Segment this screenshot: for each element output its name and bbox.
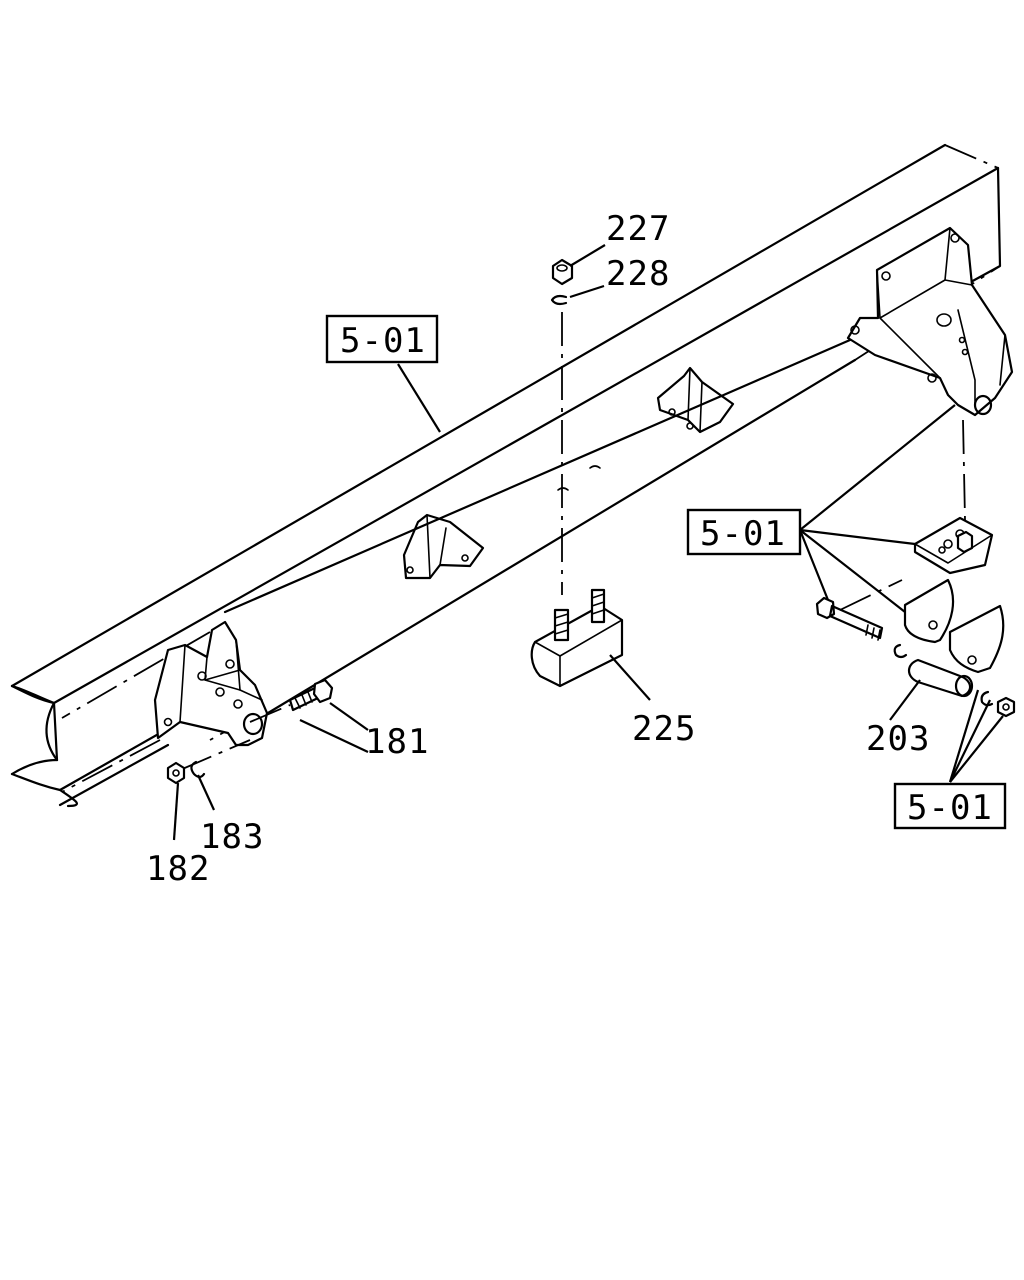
- bolt-181: [288, 678, 334, 712]
- mid-bracket-upper: [656, 366, 735, 434]
- ref-box-bottom-right: 5-01: [893, 782, 1007, 830]
- front-hanger-bracket: [153, 620, 269, 747]
- washer-228: [550, 294, 568, 306]
- rear-hanger-bracket: [846, 226, 1014, 417]
- washer-right: [980, 690, 994, 707]
- washer-183: [190, 760, 206, 779]
- nut-182: [166, 761, 186, 785]
- nut-227: [551, 258, 574, 286]
- callout-181: 181: [365, 722, 429, 762]
- callout-227: 227: [606, 209, 670, 249]
- shackle-plate-a: [903, 578, 955, 644]
- ref-label-bottom-right: 5-01: [907, 788, 993, 828]
- ref-box-right: 5-01: [686, 508, 802, 556]
- spring-plate: [913, 516, 994, 575]
- bumper-225: [530, 588, 624, 688]
- nut-right: [996, 696, 1016, 718]
- callout-225: 225: [632, 709, 696, 749]
- callout-183: 183: [200, 817, 264, 857]
- mid-bracket-lower: [402, 513, 485, 580]
- bushing-203: [907, 658, 974, 698]
- callout-203: 203: [866, 719, 930, 759]
- shackle-plate-b: [948, 604, 1005, 674]
- ref-label-top-left: 5-01: [340, 321, 426, 361]
- callout-228: 228: [606, 254, 670, 294]
- leader-lines: [172, 244, 1004, 841]
- ref-box-top-left: 5-01: [325, 314, 439, 364]
- callout-182: 182: [146, 849, 210, 889]
- ref-label-right: 5-01: [700, 514, 786, 554]
- small-washer-right: [893, 643, 908, 659]
- shackle-bolt: [815, 596, 884, 641]
